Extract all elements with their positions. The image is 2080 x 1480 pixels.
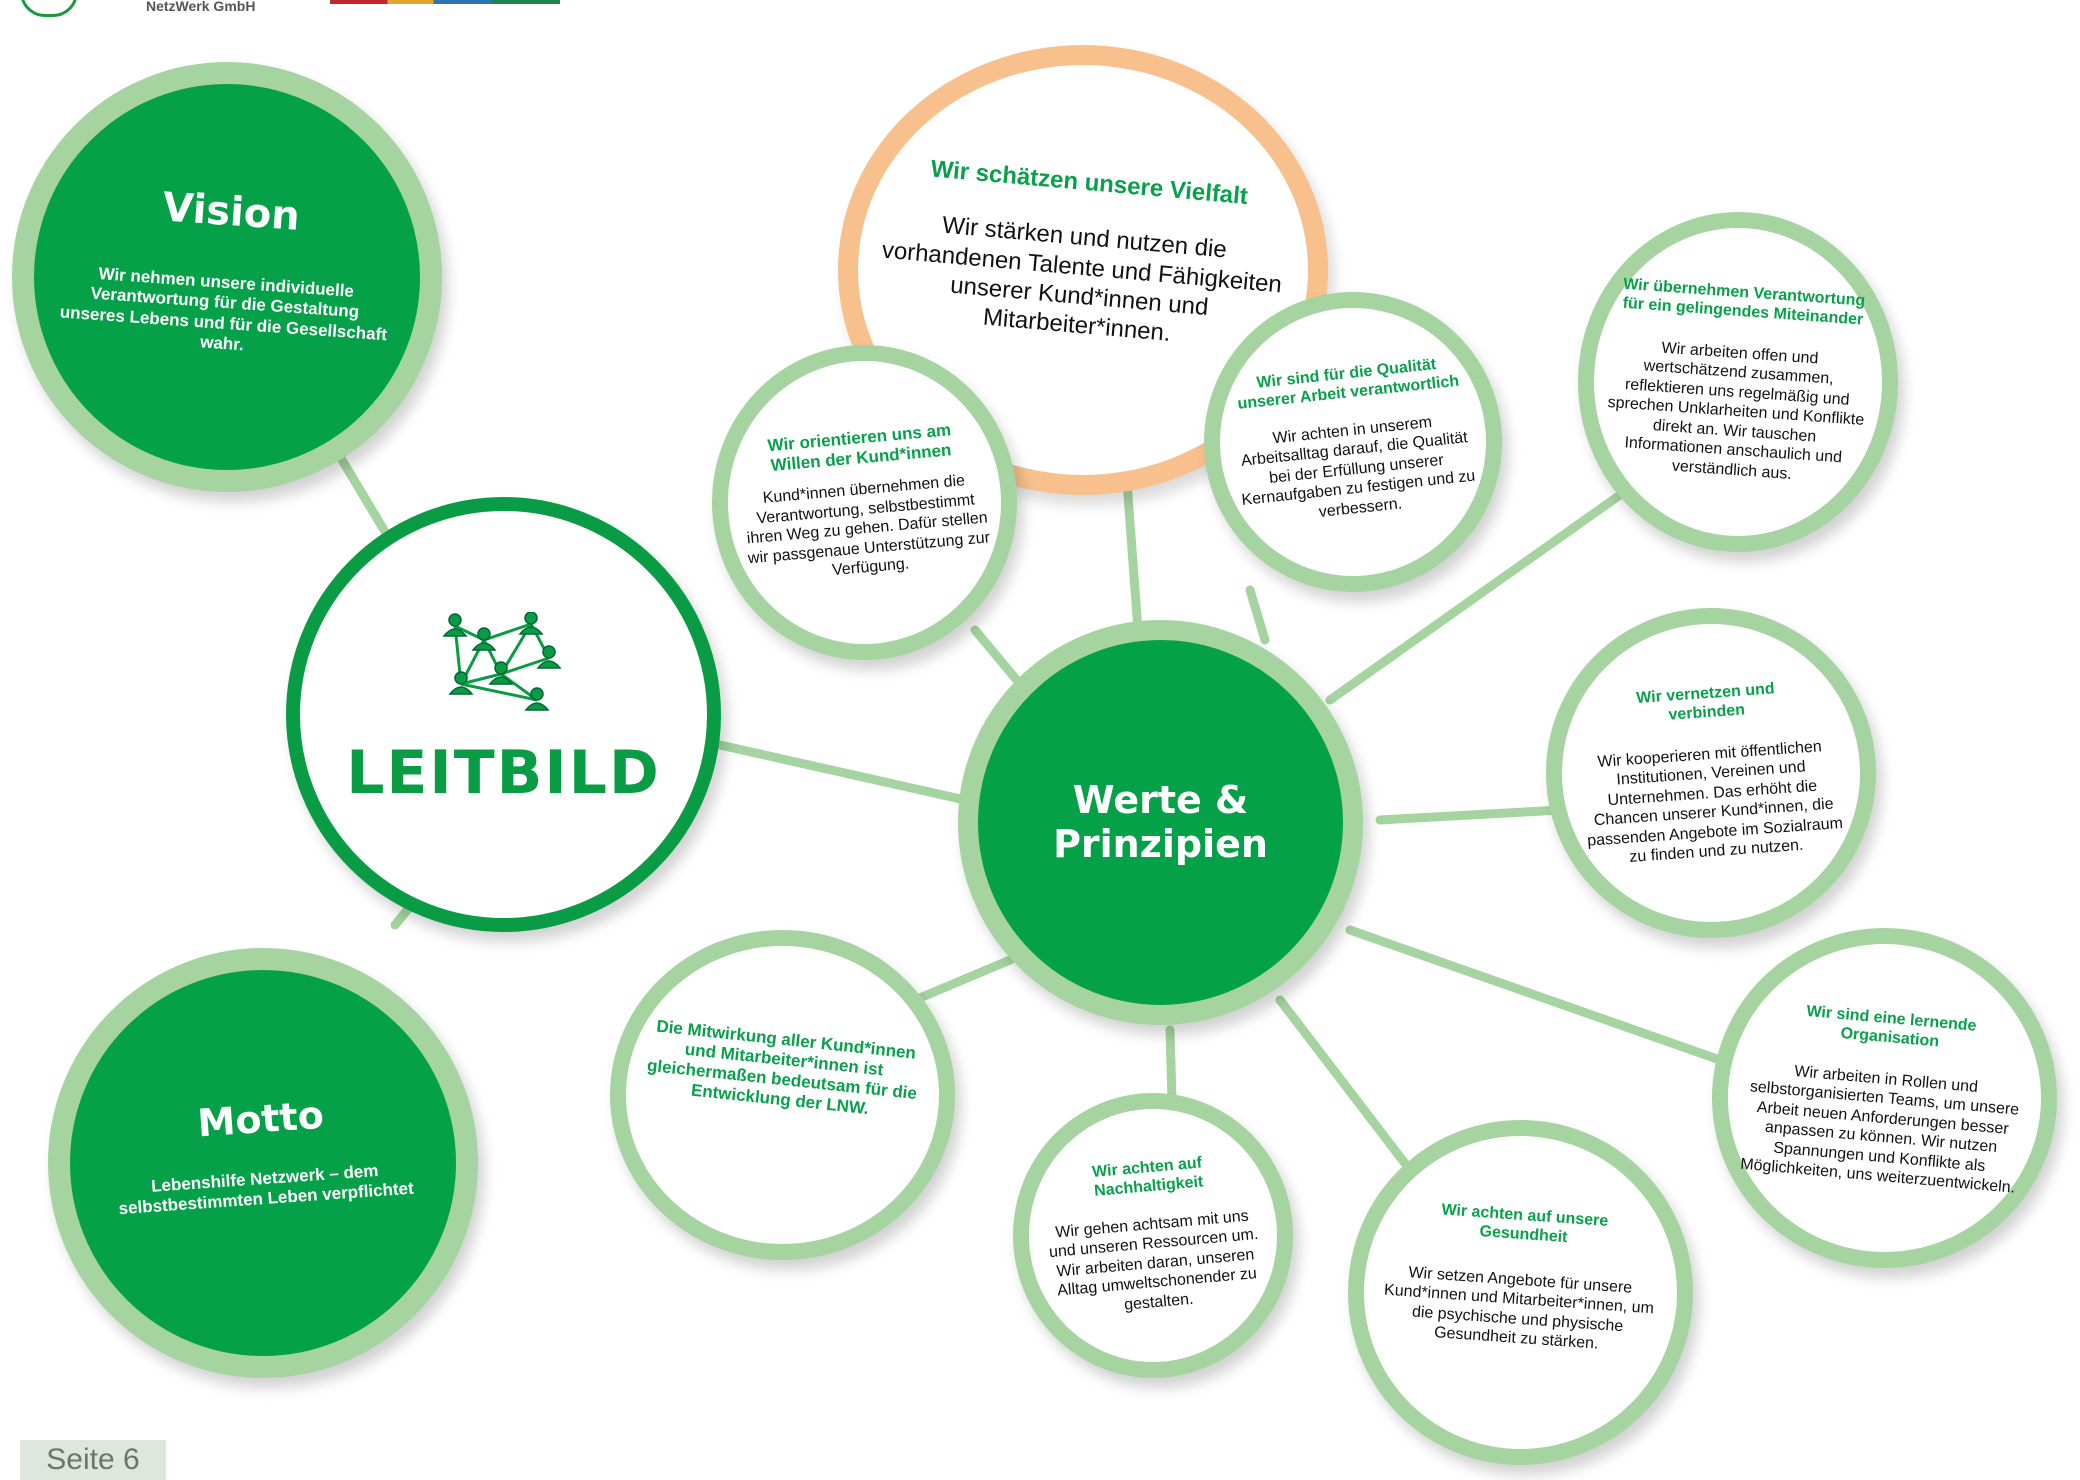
vision-text: Wir nehmen unsere individuelle Verantwor… xyxy=(59,264,388,355)
connector-center-miteinander xyxy=(1325,490,1625,705)
value-circle-gesundheit: Wir achten auf unsere Gesundheit Wir set… xyxy=(1348,1120,1693,1465)
value-title-vernetzen: Wir vernetzen und verbinden xyxy=(1635,679,1776,724)
leitbild-logo-circle: LEITBILD xyxy=(286,497,721,932)
leitbild-title: LEITBILD xyxy=(346,737,661,808)
value-title-gesundheit: Wir achten auf unsere Gesundheit xyxy=(1440,1200,1609,1246)
value-text-nachhaltigkeit: Wir gehen achtsam mit uns und unseren Re… xyxy=(1048,1207,1260,1314)
connector-center-qualitaet xyxy=(1245,585,1270,645)
center-circle: Werte & Prinzipien xyxy=(958,620,1363,1025)
motto-circle: Motto Lebenshilfe Netzwerk – dem selbstb… xyxy=(48,948,478,1378)
value-title-qualitaet: Wir sind für die Qualität unserer Arbeit… xyxy=(1236,356,1460,414)
vielfalt-text: Wir stärken und nutzen die vorhandenen T… xyxy=(880,212,1283,348)
value-circle-vernetzen: Wir vernetzen und verbinden Wir kooperie… xyxy=(1546,608,1876,938)
motto-text: Lebenshilfe Netzwerk – dem selbstbestimm… xyxy=(118,1160,415,1219)
center-title-line1: Werte & xyxy=(1072,777,1249,822)
value-circle-lernend: Wir sind eine lernende Organisation Wir … xyxy=(1712,928,2057,1268)
value-circle-qualitaet: Wir sind für die Qualität unserer Arbeit… xyxy=(1204,292,1502,592)
value-text-wille: Kund*innen übernehmen die Verantwortung,… xyxy=(745,471,991,579)
value-title-mitwirkung: Die Mitwirkung aller Kund*innen und Mita… xyxy=(645,1016,918,1119)
connector-center-mitwirkung xyxy=(910,955,1015,1005)
value-title-nachhaltigkeit: Wir achten auf Nachhaltigkeit xyxy=(1091,1154,1204,1200)
network-people-icon xyxy=(441,611,562,711)
value-circle-mitwirkung: Die Mitwirkung aller Kund*innen und Mita… xyxy=(610,930,955,1260)
connector-center-vernetzen xyxy=(1375,805,1565,825)
value-title-lernend: Wir sind eine lernende Organisation xyxy=(1805,1002,1978,1050)
page-number-label: Seite 6 xyxy=(20,1440,166,1480)
value-title-miteinander: Wir übernehmen Verantwortung für ein gel… xyxy=(1622,275,1866,329)
value-text-vernetzen: Wir kooperieren mit öffentlichen Institu… xyxy=(1586,737,1844,866)
vielfalt-title: Wir schätzen unsere Vielfalt xyxy=(929,155,1249,211)
connector-center-lernend xyxy=(1345,925,1725,1065)
value-title-wille: Wir orientieren uns am Willen der Kund*i… xyxy=(766,419,952,475)
center-title-line2: Prinzipien xyxy=(1053,821,1268,866)
vision-title: Vision xyxy=(160,184,302,241)
value-text-lernend: Wir arbeiten in Rollen und selbstorganis… xyxy=(1739,1062,2020,1197)
value-text-gesundheit: Wir setzen Angebote für unsere Kund*inne… xyxy=(1383,1263,1655,1353)
value-circle-wille: Wir orientieren uns am Willen der Kund*i… xyxy=(712,345,1017,660)
vision-circle: Vision Wir nehmen unsere individuelle Ve… xyxy=(12,62,442,492)
connector-center-gesundheit xyxy=(1275,995,1415,1175)
value-circle-miteinander: Wir übernehmen Verantwortung für ein gel… xyxy=(1578,212,1898,552)
company-subtitle: NetzWerk GmbH xyxy=(146,0,256,14)
value-text-miteinander: Wir arbeiten offen und wertschätzend zus… xyxy=(1607,339,1865,483)
motto-title: Motto xyxy=(196,1092,326,1146)
connector-logo-center xyxy=(715,740,970,805)
value-circle-nachhaltigkeit: Wir achten auf Nachhaltigkeit Wir gehen … xyxy=(1013,1093,1293,1378)
value-text-qualitaet: Wir achten in unserem Arbeitsalltag dara… xyxy=(1239,413,1476,522)
partner-logo-fragment xyxy=(330,0,560,4)
connector-center-nachhaltigkeit xyxy=(1165,1025,1177,1105)
